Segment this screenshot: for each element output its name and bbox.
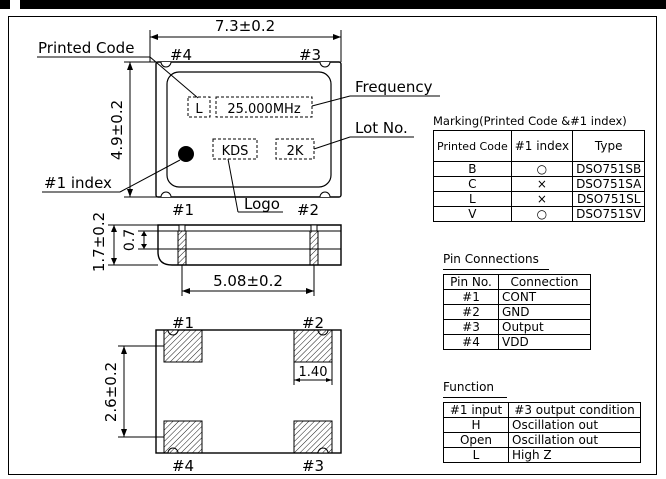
pad-4 — [163, 420, 203, 454]
index-label: #1 index — [44, 174, 112, 192]
logo-label: Logo — [244, 195, 280, 213]
length-dimension: 7.3±0.2 — [149, 17, 342, 62]
pad-1 — [163, 329, 203, 363]
top-pin2-label: #2 — [297, 201, 319, 219]
function-title-underline — [443, 397, 507, 398]
function-col-input: #1 input — [443, 402, 509, 418]
freq-mark: 25.000MHz — [227, 102, 300, 117]
width-dimension: 4.9±0.2 — [108, 61, 160, 198]
bottom-pin3-label: #3 — [302, 457, 324, 475]
package-side-view: 1.7±0.2 0.7 5.08±0.2 — [90, 212, 342, 296]
table-row: C×DSO751SA — [433, 176, 646, 192]
top-pin3-label: #3 — [299, 46, 321, 64]
marking-table: Printed Code #1 index Type B○DSO751SB C×… — [433, 130, 646, 222]
pad-3 — [293, 420, 333, 454]
logo-mark-box — [212, 138, 258, 160]
pitch-dim-label: 5.08±0.2 — [213, 272, 283, 290]
frame — [8, 16, 657, 475]
marking-col-index: #1 index — [510, 130, 574, 162]
marking-col-code: Printed Code — [433, 130, 512, 162]
package-bottom-view: 2.6±0.2 1.40 — [102, 329, 342, 454]
printed-code-label: Printed Code — [38, 39, 134, 57]
table-row: B○DSO751SB — [433, 161, 646, 177]
top-pin4-label: #4 — [170, 46, 192, 64]
width-dim-label: 4.9±0.2 — [108, 100, 126, 160]
pin-col-conn: Connection — [498, 274, 591, 290]
header-bar — [0, 0, 666, 9]
lot-no-label: Lot No. — [355, 119, 408, 137]
pad-pitch-dim-label: 2.6±0.2 — [102, 362, 120, 422]
top-pin1-label: #1 — [172, 201, 194, 219]
function-col-output: #3 output condition — [508, 402, 641, 418]
pad-2 — [293, 329, 333, 363]
freq-mark-box — [215, 96, 313, 118]
bottom-pin4-label: #4 — [172, 457, 194, 475]
bottom-pin2-label: #2 — [302, 314, 324, 332]
table-row: V○DSO751SV — [433, 206, 646, 222]
bottom-pin1-label: #1 — [172, 314, 194, 332]
pad-size-dim-label: 1.40 — [299, 365, 328, 380]
pin-title-underline — [443, 269, 549, 270]
package-top-view — [155, 61, 342, 198]
base-dim-label: 0.7 — [122, 229, 138, 251]
pin-table-title: Pin Connections — [443, 252, 539, 266]
marking-col-type: Type — [572, 130, 646, 162]
index-dot — [178, 146, 194, 162]
pin-col-pin: Pin No. — [443, 274, 499, 290]
length-dim-label: 7.3±0.2 — [215, 17, 275, 35]
code-mark-box — [187, 96, 211, 118]
marking-table-title: Marking(Printed Code &#1 index) — [433, 114, 627, 128]
frequency-label: Frequency — [355, 78, 433, 96]
table-row: L×DSO751SL — [433, 191, 646, 207]
code-mark: L — [195, 102, 203, 117]
height-dim-label: 1.7±0.2 — [90, 212, 108, 272]
logo-mark: KDS — [222, 144, 249, 159]
lot-mark: 2K — [287, 144, 304, 159]
function-table-title: Function — [443, 380, 495, 394]
